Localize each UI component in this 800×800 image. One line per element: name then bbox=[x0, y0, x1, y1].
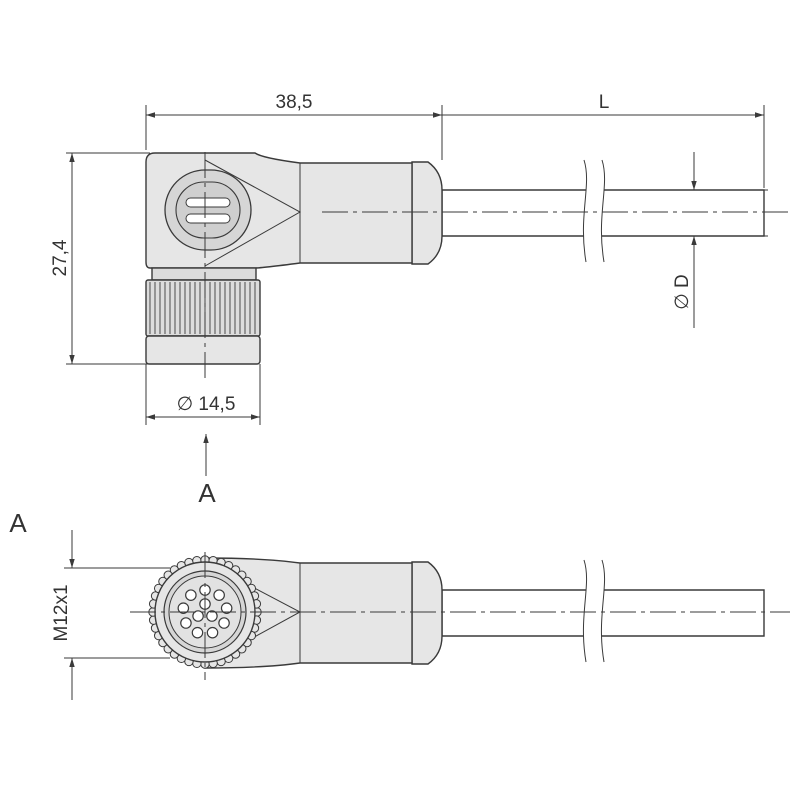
dim-14-5-label: ∅ 14,5 bbox=[177, 394, 236, 415]
dim-thread: M12x1 bbox=[51, 530, 170, 700]
dim-d-label: ∅ D bbox=[672, 274, 693, 310]
housing-bottom bbox=[204, 557, 413, 669]
cable-top bbox=[441, 159, 765, 263]
view-arrow-label: A bbox=[198, 478, 216, 508]
end-view-a: A M12x1 bbox=[9, 508, 790, 700]
cable-bottom bbox=[441, 559, 765, 663]
dim-height: 27,4 bbox=[50, 152, 150, 365]
dim-m12-label: M12x1 bbox=[51, 584, 72, 641]
side-view: 38,5 L 27,4 ∅ 14,5 ∅ D A bbox=[50, 92, 790, 508]
view-arrow-a: A bbox=[198, 434, 216, 508]
strain-relief-top bbox=[411, 161, 443, 265]
coupling-nut-top bbox=[145, 267, 261, 365]
view-label: A bbox=[9, 508, 27, 538]
dim-38-5-label: 38,5 bbox=[276, 92, 313, 113]
dim-cable-diameter: ∅ D bbox=[672, 152, 768, 328]
strain-relief-bottom bbox=[411, 561, 443, 665]
dim-nut-diameter: ∅ 14,5 bbox=[145, 364, 261, 425]
dim-27-4-label: 27,4 bbox=[50, 239, 71, 276]
dim-l-label: L bbox=[599, 92, 610, 113]
grip-top bbox=[164, 169, 252, 251]
dim-body-length: 38,5 L bbox=[145, 92, 765, 188]
